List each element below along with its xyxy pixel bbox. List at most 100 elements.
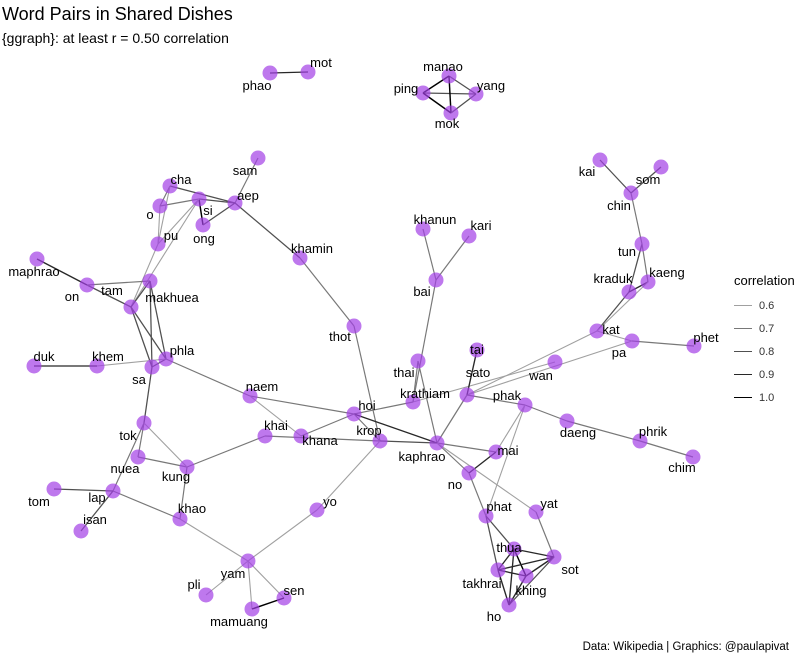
edge-makhuea-sa <box>149 280 153 368</box>
node-phet <box>686 338 702 354</box>
node-thai <box>410 353 426 369</box>
node-wan <box>547 354 563 370</box>
node-kat <box>589 323 605 339</box>
legend-swatch <box>734 305 752 306</box>
node-label-pu: pu <box>164 228 178 243</box>
node-sot <box>546 549 562 565</box>
edge-mai-phak <box>495 404 526 453</box>
node-yam <box>240 553 256 569</box>
node-khem <box>89 358 105 374</box>
edge-lap-tom <box>53 488 114 492</box>
node-tai <box>469 342 485 358</box>
node-label-pa: pa <box>612 345 627 360</box>
edge-kraduk-kat <box>596 291 630 332</box>
edge-kat-sato <box>466 330 598 396</box>
node-si <box>191 191 207 207</box>
node-ping <box>415 85 431 101</box>
node-label-ho: ho <box>487 609 501 624</box>
node-label-som: som <box>636 172 661 187</box>
node-label-tun: tun <box>618 244 636 259</box>
edge-pu-tam <box>130 243 159 308</box>
node-bai <box>428 272 444 288</box>
node-label-phla: phla <box>170 343 195 358</box>
edge-daeng-phrik <box>566 420 641 442</box>
edge-sato-phak <box>466 394 526 406</box>
node-krathiam <box>405 394 421 410</box>
edge-yo-yam <box>247 509 318 562</box>
node-label-kari: kari <box>471 218 492 233</box>
edge-takhrai-sot <box>497 556 555 571</box>
node-phla <box>158 351 174 367</box>
node-label-phrik: phrik <box>639 424 668 439</box>
edge-yat-sot <box>535 511 555 558</box>
edge-phla-naem <box>165 358 251 397</box>
node-label-daeng: daeng <box>560 425 596 440</box>
legend-swatch <box>734 374 752 375</box>
node-maphrao <box>29 251 45 267</box>
edge-phat-takhrai <box>485 515 499 571</box>
legend-swatch <box>734 351 752 352</box>
node-thot <box>346 318 362 334</box>
node-label-khing: khing <box>515 583 546 598</box>
node-som <box>653 159 669 175</box>
edge-tok-kung <box>143 422 188 468</box>
legend-label: 1.0 <box>759 391 775 404</box>
node-krop <box>372 433 388 449</box>
node-label-tai: tai <box>470 342 484 357</box>
node-label-thot: thot <box>329 329 351 344</box>
node-label-yo: yo <box>323 494 337 509</box>
node-label-yang: yang <box>477 78 505 93</box>
edge-tam-sa <box>130 306 153 368</box>
node-label-phak: phak <box>493 388 522 403</box>
node-label-naem: naem <box>246 379 279 394</box>
edge-pa-phet <box>631 340 695 347</box>
node-label-kung: kung <box>162 469 190 484</box>
node-pa <box>624 333 640 349</box>
node-label-phet: phet <box>693 330 719 345</box>
node-aep <box>227 195 243 211</box>
edge-kari-bai <box>435 235 470 281</box>
node-phrik <box>632 433 648 449</box>
node-label-yam: yam <box>221 566 246 581</box>
node-label-sam: sam <box>233 163 258 178</box>
node-nuea <box>130 449 146 465</box>
edge-makhuea-phla <box>149 280 167 360</box>
node-label-kai: kai <box>579 164 596 179</box>
node-mai <box>488 444 504 460</box>
edge-naem-hoi <box>249 395 355 415</box>
edge-tai-sato <box>466 349 478 396</box>
edge-kung-khao <box>179 466 188 520</box>
edge-sam-aep <box>234 157 259 204</box>
node-naem <box>242 388 258 404</box>
node-label-yat: yat <box>540 496 558 511</box>
node-lap <box>105 483 121 499</box>
edge-thai-kaphrao <box>417 360 438 444</box>
edge-yam-sen <box>247 560 285 599</box>
node-mot <box>300 64 316 80</box>
edge-pu-cha <box>157 185 171 245</box>
node-label-sen: sen <box>284 583 305 598</box>
node-label-cha: cha <box>171 172 193 187</box>
legend-label: 0.9 <box>759 368 775 381</box>
edge-on-tam <box>86 284 132 308</box>
node-label-khai: khai <box>264 418 288 433</box>
edge-sa-tok <box>143 366 153 424</box>
node-label-takhrai: takhrai <box>462 576 501 591</box>
edge-hoi-kaphrao <box>353 413 438 444</box>
caption: Data: Wikipedia | Graphics: @paulapivat <box>582 641 789 653</box>
node-on <box>79 277 95 293</box>
edge-khai-kung <box>186 435 266 468</box>
node-kraduk <box>621 284 637 300</box>
node-pu <box>150 236 166 252</box>
node-mamuang <box>244 601 260 617</box>
node-label-ping: ping <box>394 81 419 96</box>
node-sato <box>459 387 475 403</box>
node-label-sa: sa <box>132 372 147 387</box>
edge-maphrao-on <box>36 258 88 286</box>
edge-kaphrao-yat <box>436 442 537 513</box>
legend-label: 0.7 <box>759 322 775 335</box>
node-label-si: si <box>203 203 213 218</box>
edge-kai-chin <box>599 159 632 194</box>
node-label-sot: sot <box>561 562 579 577</box>
